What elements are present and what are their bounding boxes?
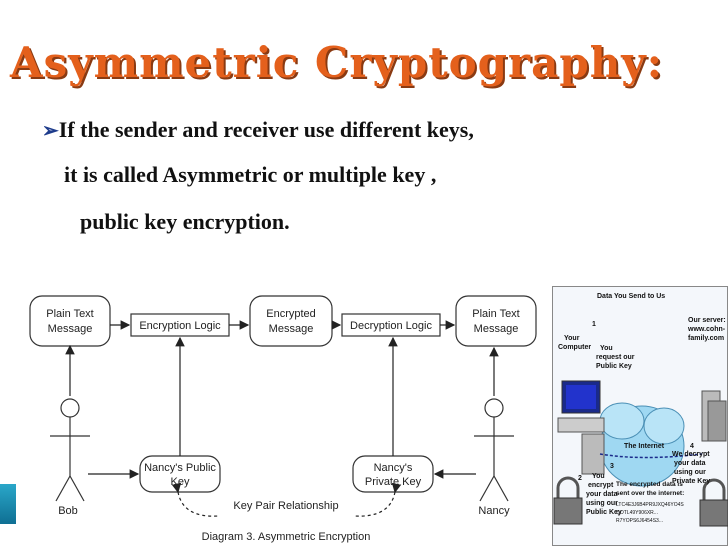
bullet-arrow-icon: ➢ (42, 120, 59, 142)
we-decrypt-line2: your data (674, 460, 706, 467)
public-key-line2: Key (171, 476, 190, 488)
plain-text-left-line2: Message (48, 323, 93, 335)
plain-text-box-right (455, 295, 537, 347)
bullet-1-text: If the sender and receiver use different… (58, 117, 474, 142)
slide-accent-bar (0, 484, 16, 524)
encryption-illustration: Data You Send to Us 1 Your Computer You … (552, 286, 728, 546)
internet-label: The Internet (624, 443, 665, 450)
you-encrypt-line3: your data (586, 491, 618, 498)
you-encrypt-line4: using our (586, 500, 618, 507)
encrypted-message-line2: Message (269, 323, 314, 335)
you-request-line1: You (600, 345, 613, 352)
we-decrypt-line4: Private Key (672, 478, 710, 485)
asymmetric-diagram: Plain Text Message Encryption Logic Encr… (29, 295, 537, 543)
our-server-line2: www.cohn- (687, 326, 726, 333)
illustration-header: Data You Send to Us (597, 293, 665, 300)
private-key-line1: Nancy's (374, 462, 413, 474)
step-3: 3 (610, 463, 614, 470)
decryption-logic-label: Decryption Logic (350, 320, 432, 332)
step-4: 4 (690, 443, 694, 450)
encrypted-message-line1: Encrypted (266, 308, 316, 320)
server-icon (701, 390, 727, 442)
plain-text-right-line2: Message (474, 323, 519, 335)
bullet-2: it is called Asymmetric or multiple key … (64, 162, 437, 187)
step-1: 1 (592, 321, 596, 328)
bullet-3: public key encryption. (80, 209, 290, 234)
we-decrypt-line3: using our (674, 469, 706, 476)
your-computer-line2: Computer (558, 344, 591, 351)
diagram-caption: Diagram 3. Asymmetric Encryption (202, 531, 371, 543)
slide-title: Asymmetric Cryptography: (10, 38, 664, 87)
private-key-line2: Private Key (365, 476, 422, 488)
you-encrypt-line5: Public Key (586, 509, 622, 516)
nancy-figure (474, 398, 514, 502)
encrypted-sent-line1: The encrypted data is (616, 481, 683, 488)
step-2: 2 (578, 475, 582, 482)
you-encrypt-line2: encrypt (588, 482, 614, 489)
cipher-line1: LTC4E3J6B4PR9JXQ46YO4S (616, 502, 684, 508)
encrypted-message-box (249, 295, 333, 347)
we-decrypt-line1: We decrypt (672, 451, 710, 458)
key-pair-label: Key Pair Relationship (233, 500, 338, 512)
nancy-label: Nancy (478, 505, 510, 517)
bob-label: Bob (58, 505, 78, 517)
you-request-line3: Public Key (596, 363, 632, 370)
cipher-line3: R7YOPS6J6454S3... (616, 518, 663, 524)
padlock-icon-left (553, 476, 583, 525)
encrypted-sent-line2: sent over the internet: (616, 490, 684, 497)
plain-text-left-line1: Plain Text (46, 308, 94, 320)
cipher-line2: QOTL49Y906XR... (616, 510, 658, 516)
encryption-logic-label: Encryption Logic (139, 320, 221, 332)
user-computer-icon (557, 380, 605, 475)
you-request-line2: request our (596, 354, 635, 361)
bob-figure (50, 398, 90, 502)
plain-text-box-left (29, 295, 111, 347)
our-server-line3: family.com (688, 335, 724, 342)
padlock-icon-right (699, 478, 728, 527)
public-key-line1: Nancy's Public (144, 462, 216, 474)
our-server-line1: Our server: (688, 317, 726, 324)
plain-text-right-line1: Plain Text (472, 308, 520, 320)
your-computer-line1: Your (564, 335, 580, 342)
bullet-1: ➢If the sender and receiver use differen… (42, 117, 474, 143)
you-encrypt-line1: You (592, 473, 605, 480)
